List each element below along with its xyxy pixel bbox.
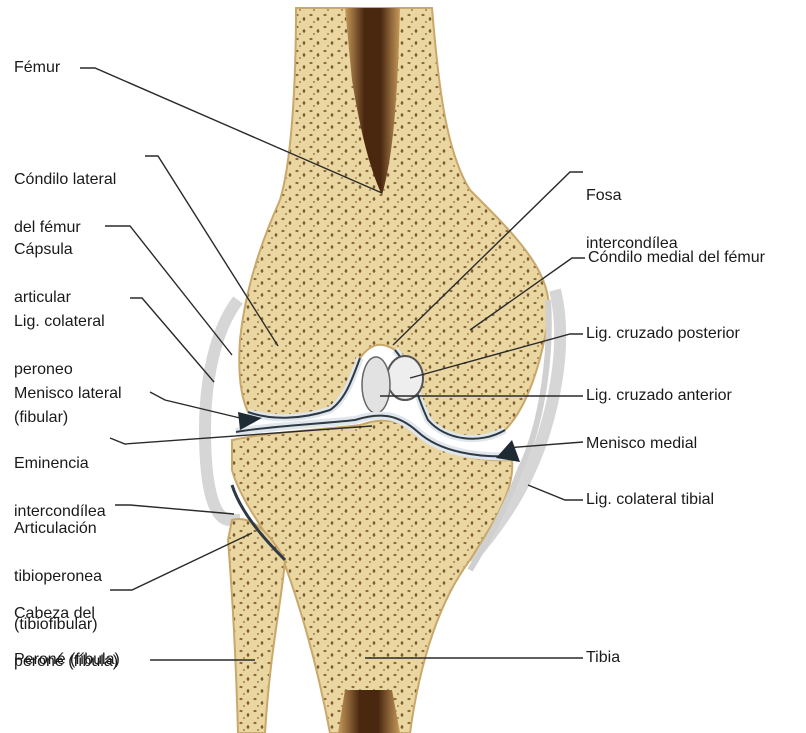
leader-menisco-lateral (150, 392, 240, 418)
anterior-cruciate-ligament (362, 357, 390, 413)
label-cabeza-perone: Cabeza del peroné (fíbula) (14, 578, 118, 698)
label-condilo-medial: Cóndilo medial del fémur (588, 246, 765, 270)
leader-lig-colateral-tibial (528, 485, 583, 500)
label-lig-colateral-peroneo-line3: (fibular) (14, 406, 105, 430)
posterior-cruciate-ligament (387, 356, 423, 400)
label-articulacion-line1: Articulación (14, 517, 102, 541)
tibia-marrow-cavity (338, 690, 400, 733)
label-lig-cruzado-anterior: Lig. cruzado anterior (586, 384, 732, 408)
label-menisco-lateral: Menisco lateral (14, 382, 122, 406)
label-femur: Fémur (14, 56, 60, 80)
label-fosa-line1: Fosa (586, 184, 678, 208)
label-lig-colateral-peroneo-line2: peroneo (14, 358, 105, 382)
label-perone: Peroné (fíbula) (14, 648, 120, 672)
label-lig-colateral-peroneo-line1: Lig. colateral (14, 310, 105, 334)
label-cabeza-perone-line1: Cabeza del (14, 602, 118, 626)
label-lig-cruzado-posterior: Lig. cruzado posterior (586, 322, 740, 346)
label-lig-colateral-tibial: Lig. colateral tibial (586, 488, 714, 512)
leader-lig-colateral-peroneo (130, 298, 214, 382)
label-condilo-lateral-line1: Cóndilo lateral (14, 168, 116, 192)
label-tibia: Tibia (586, 646, 620, 670)
label-capsula-line1: Cápsula (14, 238, 73, 262)
label-eminencia-line1: Eminencia (14, 452, 106, 476)
label-menisco-medial: Menisco medial (586, 432, 697, 456)
